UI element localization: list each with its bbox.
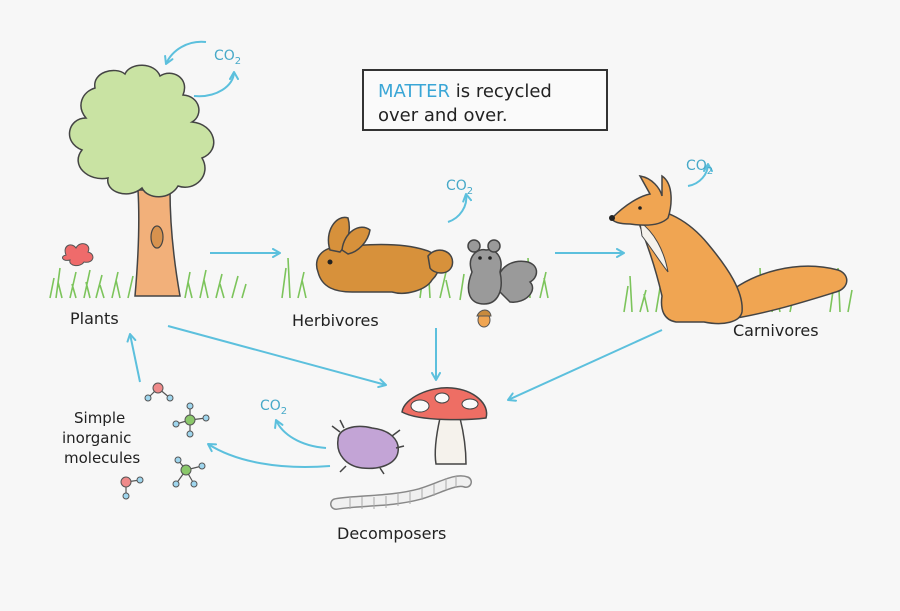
label-molecules-2: inorganic [62,429,131,447]
co2-decomposer: CO2 [260,398,287,417]
mite-body [337,425,399,470]
mite-legs [331,419,405,475]
squirrel-eye-2 [488,256,492,260]
tree-foliage [68,64,215,198]
worm-segments [349,476,457,509]
co2-herbivore: CO2 [446,178,473,197]
rabbit-tail [427,249,454,274]
grass-plants [49,267,247,299]
note-line-1: MATTER is recycled [378,81,552,102]
cycle-arrows [126,40,713,469]
label-plants: Plants [70,309,119,328]
fox-eye [638,206,642,210]
squirrel-ear-2 [487,239,501,253]
worm [330,475,472,510]
rabbit [315,216,454,294]
label-decomposers: Decomposers [337,524,446,543]
squirrel-body [467,248,502,305]
matter-note: MATTER is recycled over and over. [362,69,608,131]
label-molecules-3: molecules [64,449,140,467]
fox-head [611,174,672,226]
fox-body [639,208,743,325]
molecules [120,382,210,500]
co2-tree: CO2 [214,48,241,67]
note-line-2: over and over. [378,105,508,126]
mushroom [401,387,488,465]
matter-word: MATTER [378,81,450,102]
molecule-water-1 [144,382,174,402]
rabbit-eye [327,259,333,265]
cap-spot-3 [461,398,479,410]
fox-tail [719,265,848,321]
arrow-carnivore-co2 [687,163,713,187]
squirrel-tail [496,260,538,303]
trunk-knot [150,225,164,249]
molecule-methane-1 [172,402,210,438]
squirrel-ear-1 [467,239,481,253]
molecule-methane-2 [172,456,206,488]
arrow-tree-co2-in [164,40,207,65]
arrow-carnivores-to-decomposers [507,329,663,402]
squirrel [467,239,538,328]
squirrel-eye-1 [478,256,482,260]
mushroom-stem [434,417,467,465]
arrow-decomposers-to-molecules [207,443,331,469]
arrow-decomposer-co2 [274,419,327,449]
rabbit-ear-2 [341,226,371,255]
mite [331,419,405,475]
cap-spot-1 [410,399,430,413]
acorn [476,309,492,328]
label-molecules-1: Simple [74,409,125,427]
arrow-plants-to-decomposers [167,325,387,389]
tree [62,64,215,297]
label-carnivores: Carnivores [733,321,819,340]
label-herbivores: Herbivores [292,311,379,330]
rabbit-body [315,243,440,294]
note-line-1-rest: is recycled [450,81,552,102]
flower [62,243,94,267]
arrow-tree-co2 [193,71,239,98]
co2-carnivore: CO2 [686,158,713,177]
fox-nose [609,215,615,221]
arrow-herbivore-co2 [447,193,473,223]
cap-spot-2 [434,392,450,404]
fox-chest [639,220,669,273]
arrow-molecules-to-plants [126,333,141,383]
fox [609,174,848,325]
note-box [362,69,608,131]
molecule-water-2 [120,476,144,500]
